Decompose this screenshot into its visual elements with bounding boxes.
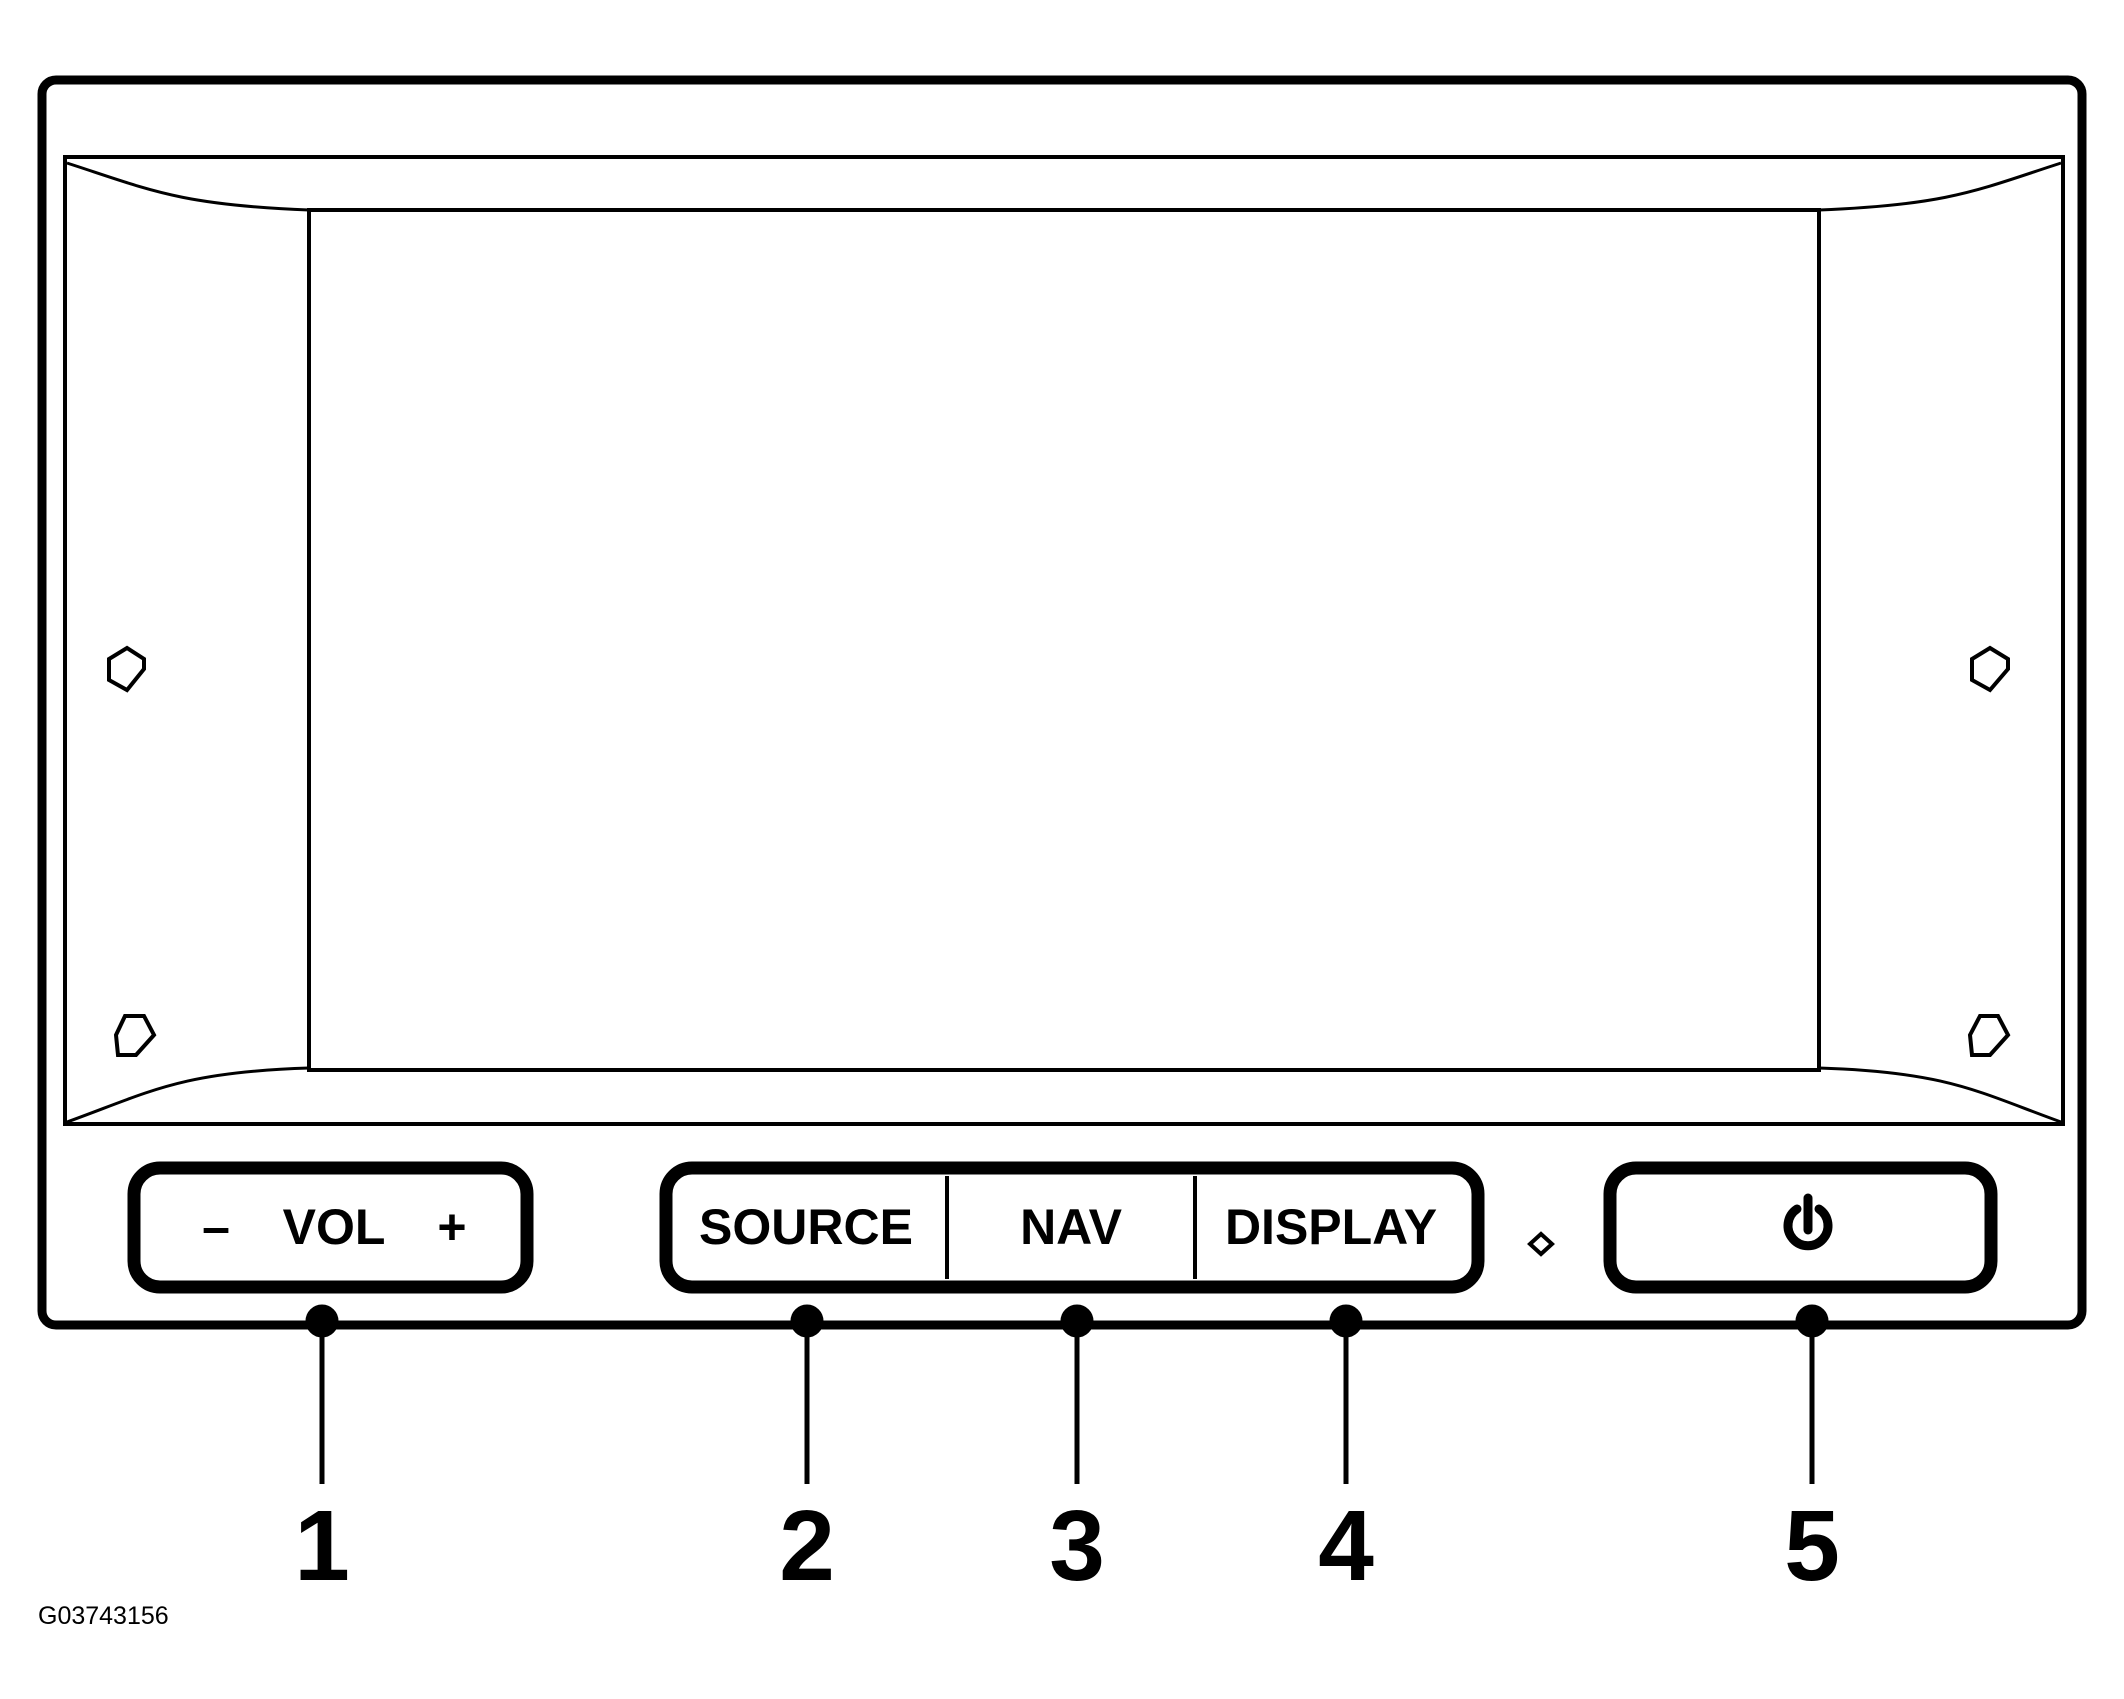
screen-frame [63,155,2065,1126]
display-label: DISPLAY [1225,1199,1437,1255]
source-button[interactable]: SOURCE [672,1174,945,1281]
nav-label: NAV [1020,1199,1123,1255]
power-button[interactable] [1603,1161,1998,1294]
callout-number: 5 [1784,1490,1840,1602]
screw-icon [113,1014,157,1057]
power-icon [1783,1193,1833,1251]
screen-bevel [66,161,2062,1124]
nav-button[interactable]: NAV [949,1174,1193,1281]
screw-icon [1970,645,2010,693]
vol-label: VOL [283,1199,386,1255]
figure-id: G03743156 [38,1602,169,1630]
mode-button-group [659,1161,1485,1294]
mounting-screws [107,645,2011,1057]
source-label: SOURCE [699,1199,913,1255]
vol-button[interactable]: – VOL + [127,1161,534,1294]
vol-minus-icon[interactable]: – [202,1199,230,1255]
screw-icon [1967,1014,2011,1057]
callout-leaders [305,1304,1829,1484]
screw-icon [107,645,146,693]
display-button[interactable]: DISPLAY [1197,1174,1471,1281]
display-screen[interactable] [307,208,1821,1072]
vol-plus-icon[interactable]: + [437,1199,466,1255]
callout-number: 2 [779,1490,835,1602]
callout-number: 1 [294,1490,350,1602]
callout-number: 4 [1318,1490,1374,1602]
callout-number: 3 [1049,1490,1105,1602]
indicator-diamond-icon [1527,1231,1555,1257]
